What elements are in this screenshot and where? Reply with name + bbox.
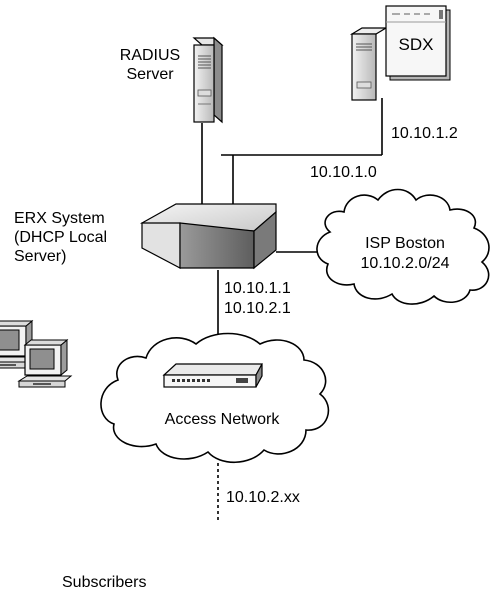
radius-label-line1: RADIUS [120, 47, 180, 64]
erx-ip2-label: 10.10.2.1 [224, 300, 291, 317]
erx-ip1-label: 10.10.1.1 [224, 280, 291, 297]
subscribers-label: Subscribers [62, 574, 146, 591]
radius-label-line2: Server [126, 66, 174, 83]
computer-icon [18, 339, 72, 388]
isp-label-line2: 10.10.2.0/24 [361, 255, 450, 272]
subscriber-net-label: 10.10.2.xx [226, 489, 300, 506]
erx-label-line3: Server) [14, 248, 66, 265]
sdx-server-window-icon [349, 5, 451, 101]
erx-router-box-icon [139, 203, 277, 270]
server-tower-icon [192, 36, 224, 124]
isp-boston: ISP Boston 10.10.2.0/24 [316, 188, 490, 305]
radius-server: RADIUS Server [120, 36, 224, 124]
erx-system: ERX System (DHCP Local Server) 10.10.1.1… [14, 203, 291, 317]
cloud-icon [316, 188, 490, 305]
sdx-ip-label: 10.10.1.2 [391, 125, 458, 142]
network-switch-icon [162, 363, 264, 388]
access-network: Access Network [100, 332, 330, 463]
access-network-label: Access Network [165, 411, 281, 428]
connections [201, 98, 383, 520]
sdx-node: SDX 10.10.1.2 [349, 5, 458, 142]
isp-label-line1: ISP Boston [365, 235, 445, 252]
erx-label-line2: (DHCP Local [14, 229, 107, 246]
subscribers: Subscribers [0, 320, 146, 591]
cloud-icon [100, 332, 330, 463]
erx-label-line1: ERX System [14, 210, 105, 227]
segment-label: 10.10.1.0 [310, 164, 377, 181]
sdx-label: SDX [399, 35, 434, 54]
